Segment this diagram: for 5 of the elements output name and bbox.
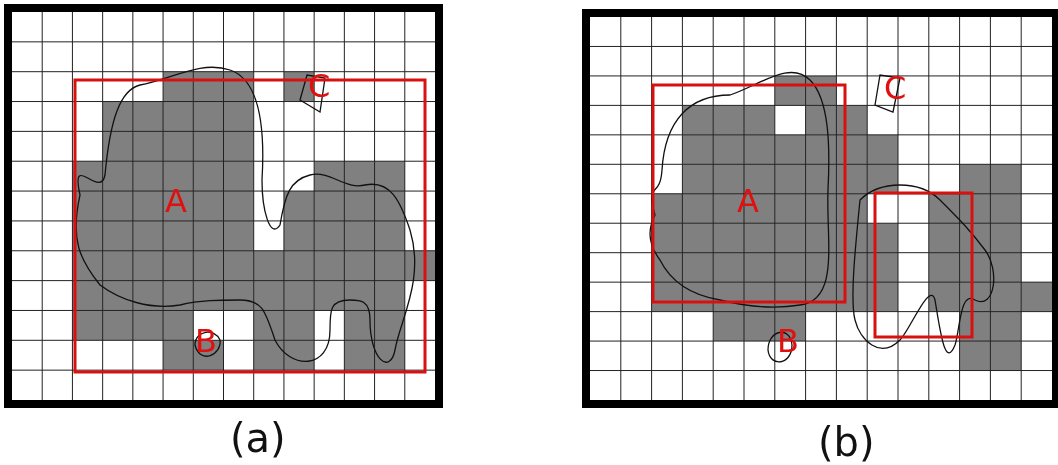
region-label: B xyxy=(777,325,799,357)
region-label: A xyxy=(165,185,187,217)
panel-caption: (a) xyxy=(230,418,286,458)
region-label: A xyxy=(737,185,759,217)
panel-caption: (b) xyxy=(818,422,875,462)
